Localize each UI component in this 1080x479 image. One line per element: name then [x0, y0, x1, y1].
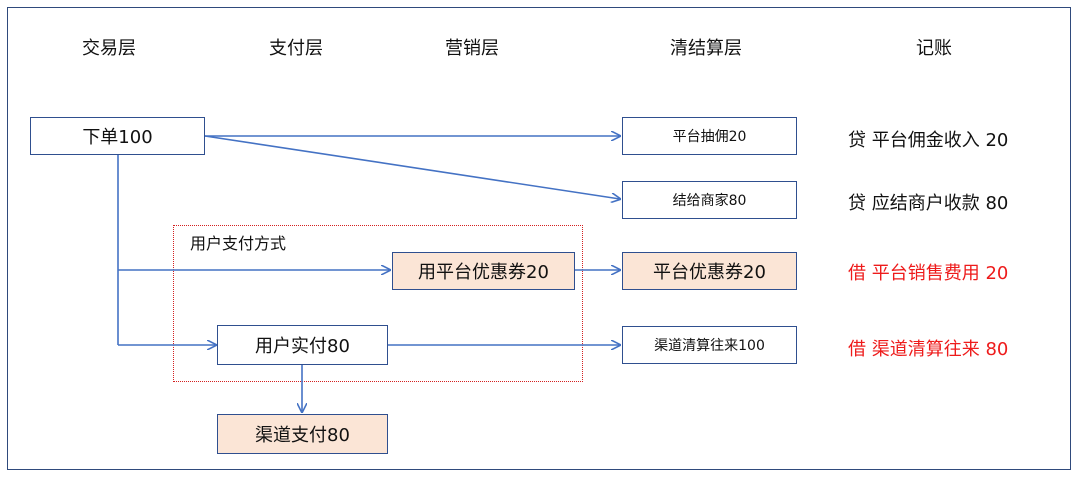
diagram-frame	[7, 7, 1071, 470]
record-debit-sales-expense: 借 平台销售费用 20	[848, 263, 1009, 284]
channel-pay-box: 渠道支付80	[217, 414, 388, 454]
coupon-box: 用平台优惠券20	[392, 252, 575, 290]
platform-coupon-box: 平台优惠券20	[622, 252, 797, 290]
header-settle-layer: 清结算层	[670, 38, 742, 59]
order-box: 下单100	[30, 117, 205, 155]
channel-settle-box: 渠道清算往来100	[622, 326, 797, 364]
record-debit-channel-settle: 借 渠道清算往来 80	[848, 339, 1009, 360]
header-marketing-layer: 营销层	[445, 38, 499, 59]
header-trade-layer: 交易层	[82, 38, 136, 59]
header-ledger: 记账	[916, 38, 952, 59]
header-pay-layer: 支付层	[269, 38, 323, 59]
merchant-settle-box: 结给商家80	[622, 181, 797, 219]
record-credit-commission: 贷 平台佣金收入 20	[848, 130, 1009, 151]
user-payment-method-label: 用户支付方式	[190, 234, 287, 253]
user-payment-method-group	[173, 225, 583, 382]
arrow-order-to-merchant	[204, 135, 620, 199]
commission-box: 平台抽佣20	[622, 117, 797, 155]
record-credit-merchant: 贷 应结商户收款 80	[848, 193, 1009, 214]
user-pay-box: 用户实付80	[217, 325, 388, 365]
